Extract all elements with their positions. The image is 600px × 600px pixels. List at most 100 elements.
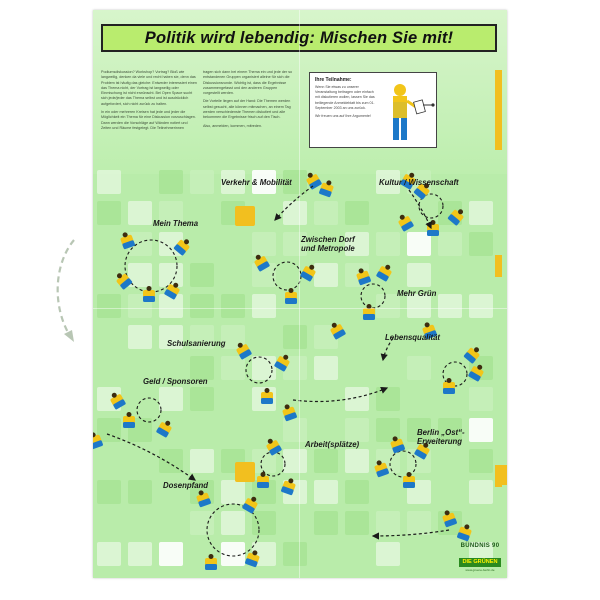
person-holding-form-illustration	[393, 84, 435, 140]
arrow-to-arbeit	[292, 386, 389, 403]
tile	[345, 387, 369, 411]
tile	[407, 294, 431, 318]
tile	[376, 418, 400, 442]
participant-figure	[164, 282, 180, 300]
tile	[252, 294, 276, 318]
party-logo: BÜNDNIS 90 DIE GRÜNEN www.gruene-berlin.…	[456, 542, 504, 574]
participant-figure	[398, 214, 414, 232]
tile	[221, 511, 245, 535]
participant-figure	[266, 438, 282, 456]
intro-column: Podiumsdiskussion? Workshop? Vortrag? Bl…	[101, 70, 197, 134]
tile	[314, 263, 338, 287]
tile	[252, 232, 276, 256]
participant-figure	[236, 342, 252, 360]
topic-dosenpfand: Dosenpfand	[163, 481, 208, 490]
participant-figure	[463, 347, 480, 364]
participant-figure	[257, 472, 269, 488]
tile	[469, 232, 493, 256]
tile	[314, 449, 338, 473]
tile	[283, 170, 307, 194]
participant-figure	[281, 478, 296, 496]
participant-figure	[422, 322, 437, 340]
participants	[93, 172, 484, 570]
topic-dorf-line2: und Metropole	[301, 244, 355, 253]
tile	[252, 356, 276, 380]
participant-figure	[468, 364, 484, 382]
tile	[221, 325, 245, 349]
tile	[252, 263, 276, 287]
participant-figure	[274, 354, 290, 372]
accent-bar-top	[495, 70, 502, 150]
tile	[345, 480, 369, 504]
tile	[407, 263, 431, 287]
topic-berlin-line1: Berlin „Ost“-	[417, 428, 465, 437]
info-box-closing: Wir freuen uns auf Ihre Argumente!	[315, 114, 371, 119]
tile	[159, 449, 183, 473]
arrow-kultur	[408, 189, 432, 230]
discussion-ring	[389, 450, 417, 478]
poster: Politik wird lebendig: Mischen Sie mit! …	[93, 10, 507, 578]
intro-paragraph: In ein oder mehreren Kreisen hat jede un…	[101, 110, 196, 130]
topic-verkehr: Verkehr & Mobilität	[221, 178, 292, 187]
tile	[221, 294, 245, 318]
tile	[407, 418, 431, 442]
participant-figure	[254, 254, 270, 272]
tile	[128, 325, 152, 349]
tile	[283, 201, 307, 225]
discussion-ring	[136, 397, 162, 423]
participant-figure	[447, 209, 464, 226]
tile	[469, 449, 493, 473]
tile	[345, 511, 369, 535]
arrow-to-dosenpfand	[106, 433, 196, 481]
poster-title: Politik wird lebendig: Mischen Sie mit!	[144, 28, 454, 47]
participant-figure	[205, 554, 217, 570]
topic-dorf-line1: Zwischen Dorf	[300, 235, 356, 244]
tile	[190, 294, 214, 318]
tile-grid	[97, 170, 507, 566]
middle-paragraph: tragen sich dann bei einem Thema ein und…	[203, 70, 293, 96]
tile	[221, 170, 245, 194]
outer-curved-arrow	[56, 239, 75, 342]
tile-highlight	[495, 465, 507, 485]
fold-line-vertical	[299, 10, 300, 578]
tile	[438, 294, 462, 318]
tile	[314, 511, 338, 535]
tile	[159, 201, 183, 225]
participant-figure	[403, 472, 415, 488]
tile	[159, 170, 183, 194]
tile	[376, 294, 400, 318]
tile	[376, 232, 400, 256]
intro-paragraph: Podiumsdiskussion? Workshop? Vortrag? Bl…	[101, 70, 197, 106]
middle-paragraph: Die Vorteile liegen auf der Hand: Die Th…	[203, 99, 291, 120]
participant-figure	[110, 392, 126, 410]
topic-mein-thema: Mein Thema	[153, 219, 199, 228]
tile	[128, 480, 152, 504]
tile	[159, 325, 183, 349]
participant-figure	[414, 442, 430, 460]
tile	[314, 356, 338, 380]
arrow-lebensqualitaet	[380, 337, 394, 362]
participant-figure	[330, 322, 346, 340]
participant-figure	[443, 378, 455, 394]
tile	[128, 542, 152, 566]
topic-geld: Geld / Sponsoren	[143, 377, 208, 386]
tile	[345, 418, 369, 442]
accent-bar-middle	[495, 255, 502, 277]
tile	[407, 356, 431, 380]
tile	[97, 418, 121, 442]
participant-figure	[285, 288, 297, 304]
info-box-text: Wenn Sie etwas zu unserer Veranstaltung …	[315, 85, 375, 110]
tile	[283, 325, 307, 349]
tile	[407, 511, 431, 535]
discussion-ring	[245, 356, 273, 384]
topic-schule: Schulsanierung	[167, 339, 226, 348]
tile	[190, 356, 214, 380]
tile	[438, 418, 462, 442]
participant-figure	[156, 420, 172, 438]
tile	[469, 418, 493, 442]
logo-line2: DIE GRÜNEN	[459, 558, 501, 567]
tile	[97, 480, 121, 504]
discussion-ring	[206, 503, 260, 557]
tile	[159, 263, 183, 287]
arrow-from-bottom-right	[371, 529, 450, 540]
